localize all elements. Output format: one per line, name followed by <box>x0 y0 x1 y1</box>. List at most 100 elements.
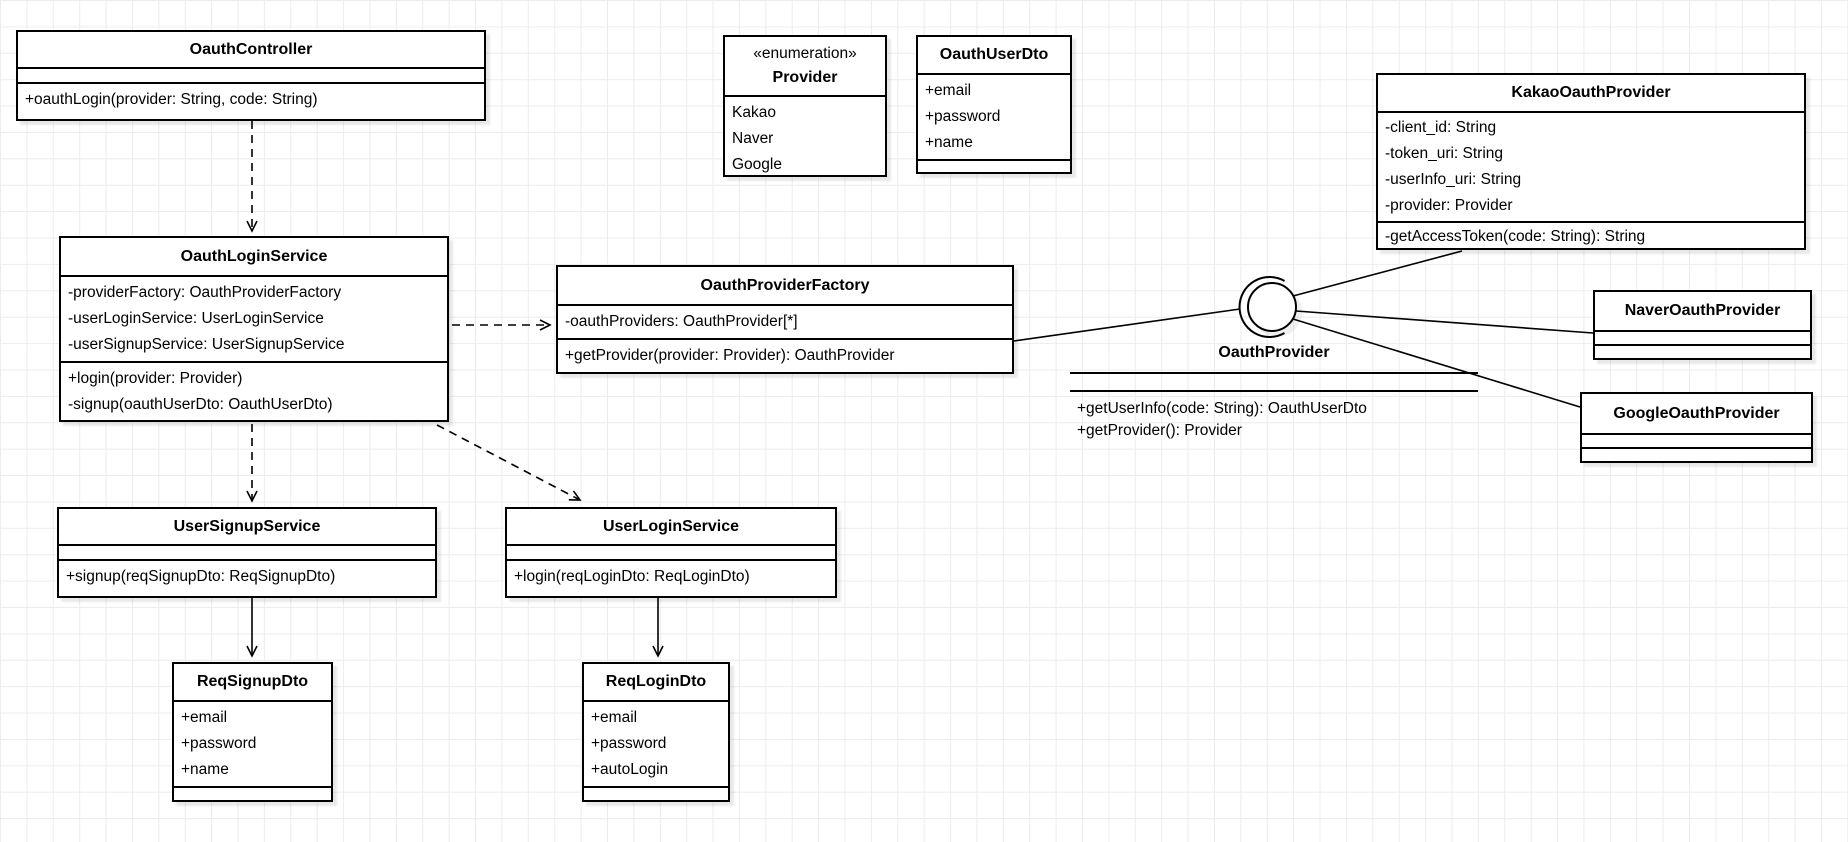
attributes-section-empty <box>507 544 835 559</box>
interface-ball-icon[interactable] <box>1247 282 1297 332</box>
method-line: +getUserInfo(code: String): OauthUserDto <box>1077 400 1367 417</box>
class-title: OauthLoginService <box>61 238 447 275</box>
class-title-text: OauthLoginService <box>180 247 328 265</box>
interface-methods-section: +getUserInfo(code: String): OauthUserDto… <box>1077 398 1367 442</box>
attributes-section: +email +password +autoLogin <box>584 700 728 786</box>
link-interface-to-kakao[interactable] <box>1292 250 1463 297</box>
interface-ball-shadow <box>1252 287 1302 337</box>
methods-section: +login(reqLoginDto: ReqLoginDto) <box>507 559 835 596</box>
methods-section-empty <box>1582 447 1811 461</box>
class-title-text: OauthController <box>189 40 313 58</box>
class-kakao-oauth-provider[interactable]: KakaoOauthProvider -client_id: String -t… <box>1376 73 1806 250</box>
link-factory-to-interface[interactable] <box>1013 308 1241 342</box>
attributes-section-empty <box>1595 330 1810 344</box>
attributes-section: +email +password +name <box>174 700 331 786</box>
attribute-line: +password <box>591 735 667 752</box>
class-oauth-controller[interactable]: OauthController +oauthLogin(provider: St… <box>16 30 486 121</box>
class-title: NaverOauthProvider <box>1595 292 1810 330</box>
interface-socket-icon[interactable] <box>1238 276 1285 338</box>
attribute-line: +password <box>925 108 1001 125</box>
dependency-loginservice-to-userloginservice[interactable] <box>436 424 582 501</box>
attributes-section: -providerFactory: OauthProviderFactory -… <box>61 275 447 361</box>
attribute-line: +name <box>181 761 229 778</box>
method-line: +getProvider(provider: Provider): OauthP… <box>565 347 895 364</box>
link-interface-to-google[interactable] <box>1292 318 1581 408</box>
method-line: +oauthLogin(provider: String, code: Stri… <box>25 91 318 108</box>
attribute-line: -oauthProviders: OauthProvider[*] <box>565 313 798 330</box>
attributes-section-empty <box>18 67 484 82</box>
class-naver-oauth-provider[interactable]: NaverOauthProvider <box>1593 290 1812 360</box>
class-title-text: GoogleOauthProvider <box>1613 404 1780 422</box>
attribute-line: +autoLogin <box>591 761 669 778</box>
attribute-line: -userInfo_uri: String <box>1385 171 1522 188</box>
attribute-line: +email <box>591 709 638 726</box>
methods-section: -getAccessToken(code: String): String <box>1378 221 1804 248</box>
class-title-text: OauthUserDto <box>939 46 1049 63</box>
class-user-login-service[interactable]: UserLoginService +login(reqLoginDto: Req… <box>505 507 837 598</box>
class-title: UserSignupService <box>59 509 435 544</box>
class-title-text: UserSignupService <box>173 517 321 535</box>
interface-title: OauthProvider <box>1218 344 1330 361</box>
method-line: +getProvider(): Provider <box>1077 422 1242 439</box>
attribute-line: +email <box>181 709 228 726</box>
class-title: ReqLoginDto <box>584 664 728 700</box>
link-interface-to-naver[interactable] <box>1295 310 1594 334</box>
methods-section: +getProvider(provider: Provider): OauthP… <box>558 338 1012 372</box>
class-title: OauthUserDto <box>918 37 1070 73</box>
attributes-section: +email +password +name <box>918 73 1070 159</box>
class-google-oauth-provider[interactable]: GoogleOauthProvider <box>1580 392 1813 463</box>
class-title-text: ReqLoginDto <box>605 673 707 690</box>
class-oauth-user-dto[interactable]: OauthUserDto +email +password +name <box>916 35 1072 174</box>
methods-section: +oauthLogin(provider: String, code: Stri… <box>18 82 484 119</box>
class-provider-enum[interactable]: «enumeration» Provider Kakao Naver Googl… <box>723 35 887 177</box>
class-req-login-dto[interactable]: ReqLoginDto +email +password +autoLogin <box>582 662 730 802</box>
method-line: +signup(reqSignupDto: ReqSignupDto) <box>66 568 336 585</box>
attribute-line: -providerFactory: OauthProviderFactory <box>68 284 342 301</box>
methods-section: +signup(reqSignupDto: ReqSignupDto) <box>59 559 435 596</box>
methods-section-empty <box>918 159 1070 172</box>
class-req-signup-dto[interactable]: ReqSignupDto +email +password +name <box>172 662 333 802</box>
attributes-section-empty <box>1582 433 1811 447</box>
class-title: UserLoginService <box>507 509 835 544</box>
enum-value: Naver <box>732 130 774 147</box>
attribute-line: -userSignupService: UserSignupService <box>68 336 345 353</box>
class-title: KakaoOauthProvider <box>1378 75 1804 111</box>
class-title: OauthProviderFactory <box>558 267 1012 304</box>
methods-section: +login(provider: Provider) -signup(oauth… <box>61 361 447 420</box>
attributes-section: -oauthProviders: OauthProvider[*] <box>558 304 1012 338</box>
class-title-text: Provider <box>772 69 838 86</box>
attributes-section: -client_id: String -token_uri: String -u… <box>1378 111 1804 221</box>
enum-values-section: Kakao Naver Google <box>725 95 885 175</box>
method-line: -getAccessToken(code: String): String <box>1385 228 1646 245</box>
attribute-line: +name <box>925 134 973 151</box>
method-line: -signup(oauthUserDto: OauthUserDto) <box>68 396 333 413</box>
attributes-section-empty <box>59 544 435 559</box>
attribute-line: -provider: Provider <box>1385 197 1513 214</box>
class-oauth-login-service[interactable]: OauthLoginService -providerFactory: Oaut… <box>59 236 449 422</box>
attribute-line: -token_uri: String <box>1385 145 1504 162</box>
class-title-text: OauthProviderFactory <box>700 276 870 294</box>
enum-value: Kakao <box>732 104 776 121</box>
class-title-text: UserLoginService <box>602 517 740 535</box>
class-title-text: NaverOauthProvider <box>1624 302 1781 319</box>
attribute-line: +email <box>925 82 972 99</box>
class-oauth-provider-factory[interactable]: OauthProviderFactory -oauthProviders: Oa… <box>556 265 1014 374</box>
class-title: «enumeration» Provider <box>725 37 885 95</box>
attribute-line: +password <box>181 735 257 752</box>
class-title: GoogleOauthProvider <box>1582 394 1811 433</box>
methods-section-empty <box>174 786 331 800</box>
methods-section-empty <box>1595 344 1810 358</box>
class-title-text: ReqSignupDto <box>196 673 309 690</box>
class-title: ReqSignupDto <box>174 664 331 700</box>
stereotype-text: «enumeration» <box>753 45 857 62</box>
method-line: +login(provider: Provider) <box>68 370 243 387</box>
enum-value: Google <box>732 156 782 173</box>
method-line: +login(reqLoginDto: ReqLoginDto) <box>514 568 750 585</box>
attribute-line: -userLoginService: UserLoginService <box>68 310 324 327</box>
attribute-line: -client_id: String <box>1385 119 1497 136</box>
interface-divider-top <box>1070 372 1478 374</box>
class-title-text: KakaoOauthProvider <box>1511 84 1671 101</box>
class-user-signup-service[interactable]: UserSignupService +signup(reqSignupDto: … <box>57 507 437 598</box>
class-title: OauthController <box>18 32 484 67</box>
